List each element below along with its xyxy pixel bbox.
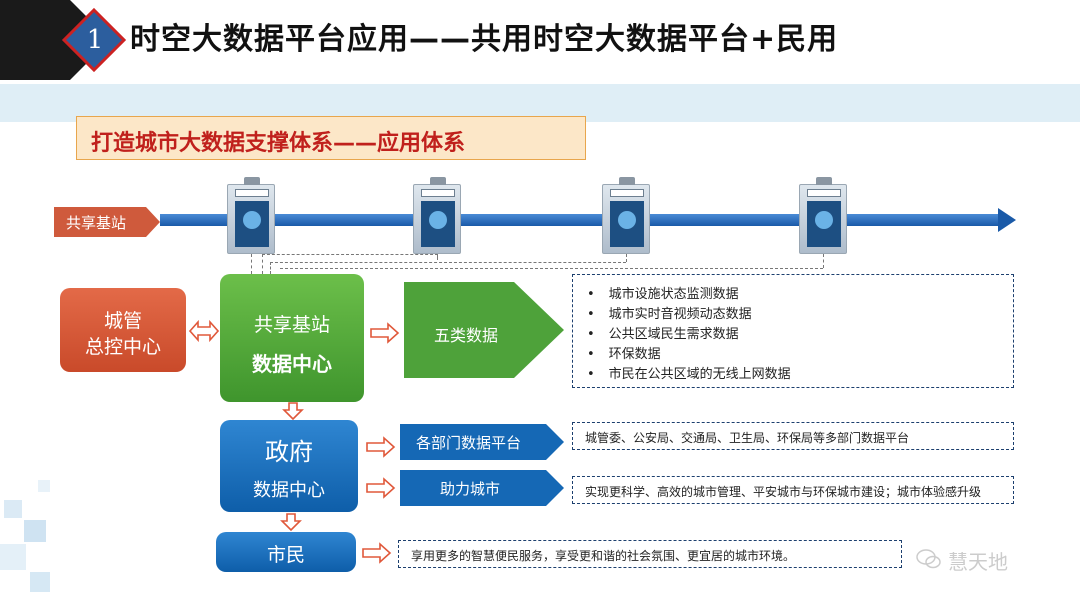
subtitle: 打造城市大数据支撑体系——应用体系 — [91, 131, 466, 156]
government-line2: 数据中心 — [253, 480, 325, 501]
header-arrow-decoration — [0, 0, 127, 80]
government-data-center: 政府 数据中心 — [220, 420, 358, 512]
five-types-shape — [404, 282, 564, 378]
header-band — [0, 84, 1080, 122]
connector-line — [626, 254, 627, 262]
city-mgmt-line1: 城管 — [103, 310, 142, 332]
connector-line — [270, 262, 626, 263]
smart-city-label: 助力城市 — [440, 480, 501, 498]
dept-platform-label: 各部门数据平台 — [416, 434, 522, 452]
timeline-arrowhead — [998, 208, 1016, 232]
smart-city-desc-box: 实现更科学、高效的城市管理、平安城市与环保城市建设；城市体验感升级 — [572, 476, 1014, 504]
shared-station-label: 共享基站 — [66, 214, 127, 232]
citizens-label: 市民 — [266, 544, 305, 566]
decorative-square — [0, 544, 26, 570]
wechat-icon — [916, 549, 941, 569]
connector-line — [262, 254, 263, 274]
connector-line — [270, 262, 271, 274]
section-number: 1 — [86, 25, 104, 55]
list-item: 公共区域民生需求数据 — [587, 325, 791, 345]
shared-station-tag: 共享基站 — [54, 207, 160, 237]
smart-city-desc: 实现更科学、高效的城市管理、平安城市与环保城市建设；城市体验感升级 — [585, 485, 982, 499]
decorative-square — [24, 520, 46, 542]
connector-line — [280, 268, 823, 269]
page-title: 时空大数据平台应用——共用时空大数据平台+民用 — [130, 22, 839, 57]
list-item: 城市设施状态监测数据 — [587, 285, 791, 305]
base-station-device — [413, 177, 461, 254]
right-arrow-icon — [362, 542, 392, 564]
down-arrow-icon — [282, 402, 304, 420]
base-station-device — [602, 177, 650, 254]
bidirectional-arrow-icon — [189, 320, 219, 342]
decorative-square — [38, 480, 50, 492]
header: 1 时空大数据平台应用——共用时空大数据平台+民用 — [0, 0, 1080, 84]
connector-line — [262, 254, 438, 255]
five-types-list: 城市设施状态监测数据 城市实时音视频动态数据 公共区域民生需求数据 环保数据 市… — [587, 285, 791, 385]
dept-platform-shape — [400, 424, 564, 460]
data-center-line1: 共享基站 — [253, 314, 330, 336]
dept-platform-desc: 城管委、公安局、交通局、卫生局、环保局等多部门数据平台 — [585, 431, 910, 445]
five-types-label: 五类数据 — [434, 326, 499, 345]
right-arrow-icon — [370, 322, 400, 344]
timeline-bar — [160, 214, 1000, 226]
decorative-square — [30, 572, 50, 592]
five-types-list-box: 城市设施状态监测数据 城市实时音视频动态数据 公共区域民生需求数据 环保数据 市… — [572, 274, 1014, 388]
base-station-device — [799, 177, 847, 254]
connector-line — [437, 254, 438, 260]
right-arrow-icon — [366, 436, 396, 458]
watermark-text: 慧天地 — [948, 550, 1008, 574]
right-arrow-icon — [366, 477, 396, 499]
list-item: 市民在公共区域的无线上网数据 — [587, 365, 791, 385]
list-item: 城市实时音视频动态数据 — [587, 305, 791, 325]
connector-line — [823, 254, 824, 268]
smart-city-shape — [400, 470, 564, 506]
citizens-box: 市民 — [216, 532, 356, 572]
connector-line — [251, 254, 252, 274]
base-station-device — [227, 177, 275, 254]
decorative-square — [4, 500, 22, 518]
government-line1: 政府 — [265, 438, 313, 466]
down-arrow-icon — [280, 513, 302, 531]
list-item: 环保数据 — [587, 345, 791, 365]
dept-platform-desc-box: 城管委、公安局、交通局、卫生局、环保局等多部门数据平台 — [572, 422, 1014, 450]
subtitle-box: 打造城市大数据支撑体系——应用体系 — [76, 116, 586, 160]
shared-station-data-center: 共享基站 数据中心 — [220, 274, 364, 402]
citizen-desc: 享用更多的智慧便民服务，享受更和谐的社会氛围、更宜居的城市环境。 — [411, 549, 796, 563]
data-center-line2: 数据中心 — [252, 352, 332, 376]
city-mgmt-line2: 总控中心 — [84, 336, 161, 358]
shared-station-tag-shape — [54, 207, 160, 237]
city-management-center: 城管 总控中心 — [60, 288, 186, 372]
citizen-desc-box: 享用更多的智慧便民服务，享受更和谐的社会氛围、更宜居的城市环境。 — [398, 540, 902, 568]
